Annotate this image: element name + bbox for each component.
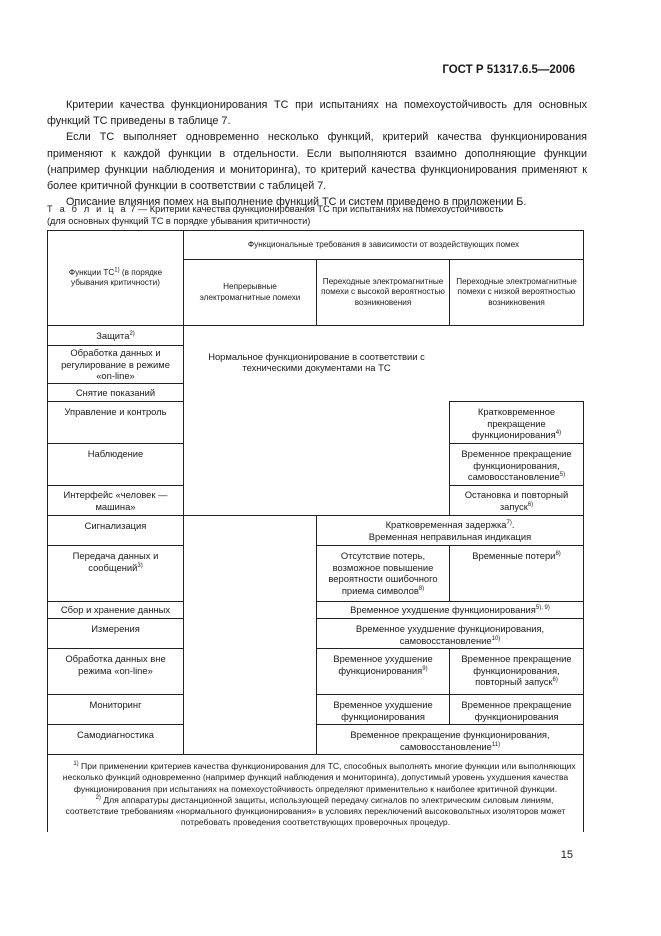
row-observation: Наблюдение xyxy=(47,443,184,486)
intro-paragraph-2: Если ТС выполняет одновременно несколько… xyxy=(47,131,587,193)
table-caption: Т а б л и ц а 7 — Критерии качества функ… xyxy=(47,204,592,227)
cell-temp-degradation-3: Временное ухудшение функционирования xyxy=(316,694,450,725)
cell-short-delay: Кратковременная задержка7).Временная неп… xyxy=(315,515,585,546)
row-control: Управление и контроль xyxy=(47,401,184,444)
requirements-header: Функциональные требования в зависимости … xyxy=(182,230,585,260)
criteria-table: Функции ТС1) (в порядке убывания критичн… xyxy=(46,230,585,832)
intro-text: Критерии качества функционирования ТС пр… xyxy=(47,97,587,210)
page-number: 15 xyxy=(560,849,573,861)
standard-header: ГОСТ Р 51317.6.5—2006 xyxy=(442,64,575,76)
col-continuous-header: Непрерывные электромагнитные помехи xyxy=(183,259,317,326)
row-measurements: Измерения xyxy=(47,618,184,649)
note-2: 2) Для аппаратуры дистанционной защиты, … xyxy=(65,794,566,828)
col-transient-high-header: Переходные электромагнитные помехи с выс… xyxy=(316,259,450,326)
intro-paragraph-1: Критерии качества функционирования ТС пр… xyxy=(47,99,587,128)
cell-temp-stop-self: Временное прекращение функционирования, … xyxy=(448,443,585,486)
cell-temp-stop-restart: Временное прекращение функционирования, … xyxy=(448,648,585,695)
row-online-processing: Обработка данных и регулирование в режим… xyxy=(47,345,184,384)
row-signalling: Сигнализация xyxy=(47,515,184,546)
col-transient-low-header: Переходные электромагнитные помехи с низ… xyxy=(448,259,585,326)
table-caption-line1: 7 — Критерии качества функционирования Т… xyxy=(130,204,504,214)
row-protection: Защита2) xyxy=(47,325,184,346)
row-hmi: Интерфейс «человек — машина» xyxy=(47,485,184,516)
note-1: 1) При применении критериев качества фун… xyxy=(62,761,576,794)
row-readings: Снятие показаний xyxy=(47,383,184,402)
normal-operation-cell: Нормальное функционирование в соответств… xyxy=(183,351,450,516)
cell-temp-degradation: Временное ухудшение функционирования5), … xyxy=(315,601,585,619)
intro-paragraph-3: Описание влияния помех на выполнение фун… xyxy=(66,196,527,209)
row-monitoring: Мониторинг xyxy=(47,694,184,725)
table-caption-line2: (для основных функций ТС в порядке убыва… xyxy=(47,215,311,226)
normal-operation-empty xyxy=(182,325,584,402)
row-data-transfer: Передача данных и сообщений3) xyxy=(47,545,184,602)
cell-short-stop: Кратковременное прекращение функциониров… xyxy=(448,401,585,444)
cell-temp-stop-self-2: Временное прекращение функционирования, … xyxy=(315,724,585,755)
normal-operation-text: Нормальное функционирование в соответств… xyxy=(208,350,425,374)
cell-stop-restart: Остановка и повторный запуск6) xyxy=(448,485,585,516)
table-notes: 1) При применении критериев качества фун… xyxy=(46,753,585,832)
cell-temp-degradation-2: Временное ухудшение функционирования9) xyxy=(316,648,450,695)
table-caption-label: Т а б л и ц а xyxy=(47,204,128,214)
functions-header: Функции ТС1) (в порядке убывания критичн… xyxy=(47,230,184,326)
cell-temp-degradation-self: Временное ухудшение функционирования, са… xyxy=(315,618,585,649)
row-storage: Сбор и хранение данных xyxy=(47,601,184,619)
cell-temp-loss: Временные потери8) xyxy=(448,545,585,602)
cell-temp-stop-2: Временное прекращение функционирования xyxy=(448,694,585,725)
cell-lower-empty xyxy=(183,601,317,755)
row-self-diagnostics: Самодиагностика xyxy=(47,724,184,755)
cell-no-loss: Отсутствие потерь, возможное повышение в… xyxy=(316,545,450,602)
row-offline-processing: Обработка данных вне режима «on-line» xyxy=(47,648,184,695)
cell-signalling-empty xyxy=(183,515,317,602)
